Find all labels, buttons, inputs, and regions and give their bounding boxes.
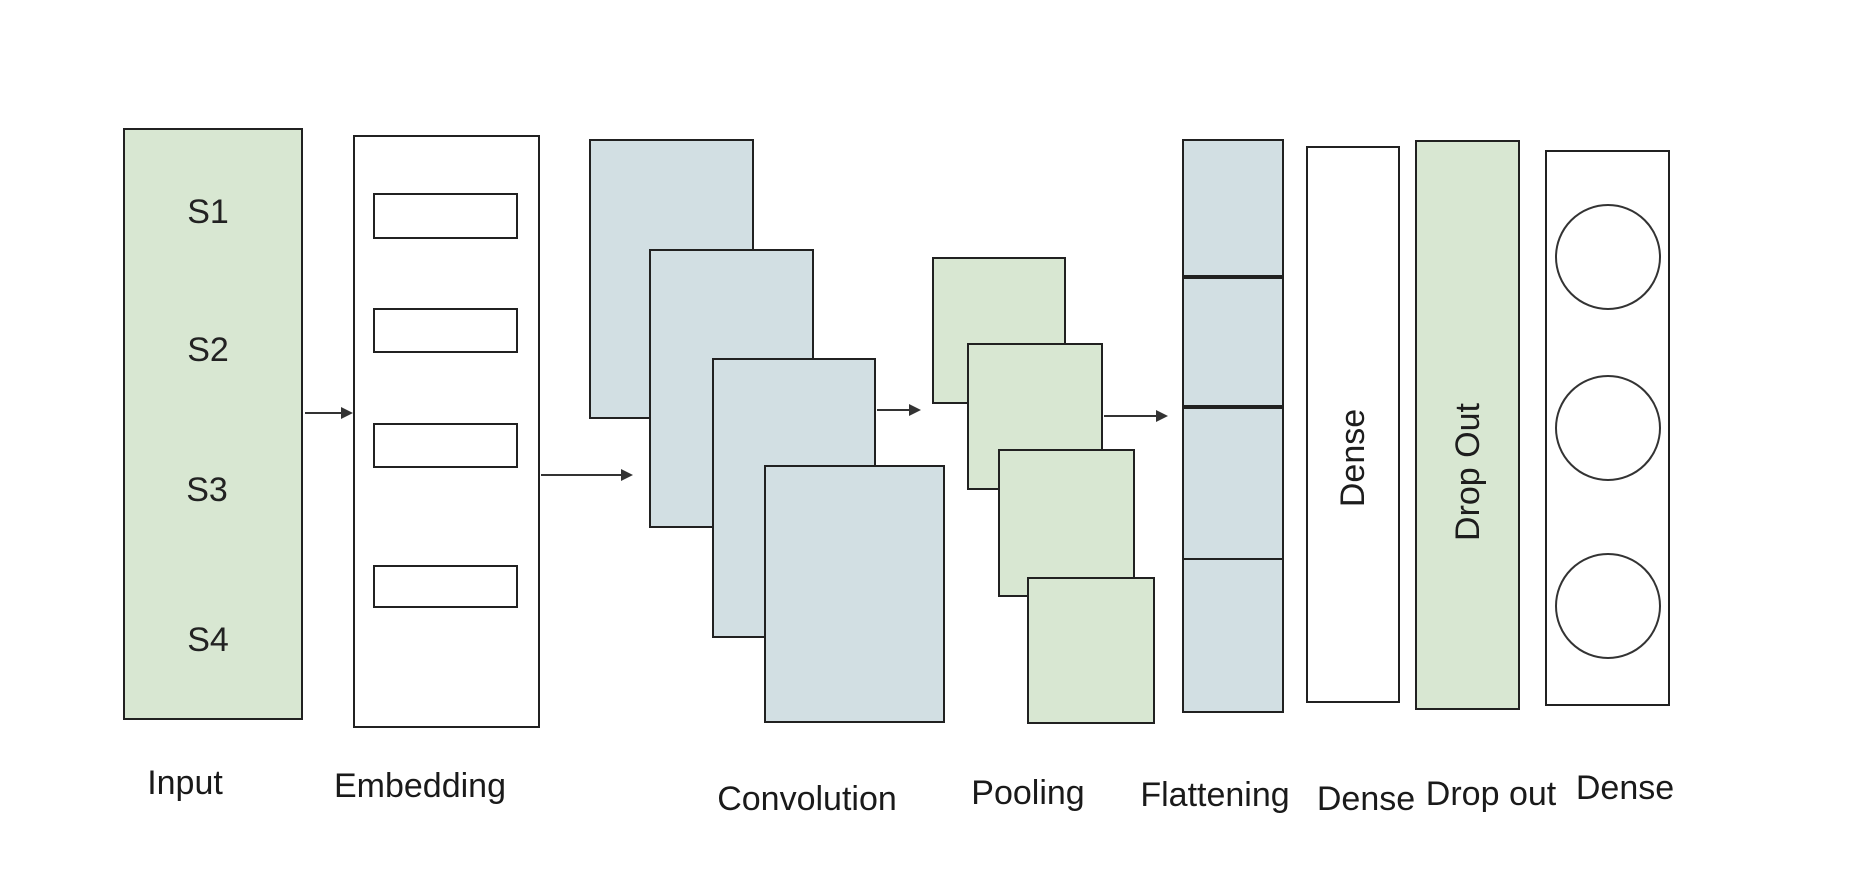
neuron-circle-3: [1555, 553, 1661, 659]
input-label: Input: [147, 764, 223, 802]
flattening-cell-4: [1184, 560, 1282, 711]
output-dense-label: Dense: [1575, 769, 1675, 807]
dropout-layer-box-text: Drop Out: [1448, 403, 1487, 541]
arrow-right-icon: [1156, 410, 1168, 422]
flow-arrow-pooling-flattening: [1104, 415, 1158, 417]
flattening-cell-3: [1184, 409, 1282, 560]
flattening-column: [1182, 139, 1284, 713]
dropout-label: Drop out: [1425, 775, 1557, 813]
dense-layer-box-text: Dense: [1334, 408, 1372, 507]
flow-arrow-embedding-convolution: [541, 474, 621, 476]
input-layer-box: S1 S2 S3 S4: [123, 128, 303, 720]
arrow-right-icon: [621, 469, 633, 481]
embedding-slot-4: [373, 565, 518, 608]
pooling-map-4: [1027, 577, 1155, 724]
pooling-map-3: [998, 449, 1135, 597]
dense-label: Dense: [1316, 780, 1416, 818]
conv-feature-map-4: [764, 465, 945, 723]
pooling-label: Pooling: [971, 774, 1085, 812]
embedding-label: Embedding: [333, 767, 507, 805]
embedding-layer-box: [353, 135, 540, 728]
embedding-slot-2: [373, 308, 518, 353]
neuron-circle-1: [1555, 204, 1661, 310]
input-cell-s3: S3: [186, 471, 228, 509]
output-dense-box: [1545, 150, 1670, 706]
flow-arrow-convolution-pooling: [877, 409, 911, 411]
dense-layer-box: Dense: [1306, 146, 1400, 703]
flattening-cell-1: [1184, 141, 1282, 279]
arrow-right-icon: [909, 404, 921, 416]
input-cell-s1: S1: [187, 193, 229, 231]
flow-arrow-input-embedding: [305, 412, 343, 414]
embedding-slot-1: [373, 193, 518, 239]
neuron-circle-2: [1555, 375, 1661, 481]
flattening-cell-2: [1184, 279, 1282, 409]
embedding-slot-3: [373, 423, 518, 468]
dropout-layer-box: Drop Out: [1415, 140, 1520, 710]
input-cell-s2: S2: [187, 331, 229, 369]
arrow-right-icon: [341, 407, 353, 419]
flattening-label: Flattening: [1140, 776, 1290, 814]
input-cell-s4: S4: [187, 621, 229, 659]
convolution-label: Convolution: [717, 780, 897, 818]
